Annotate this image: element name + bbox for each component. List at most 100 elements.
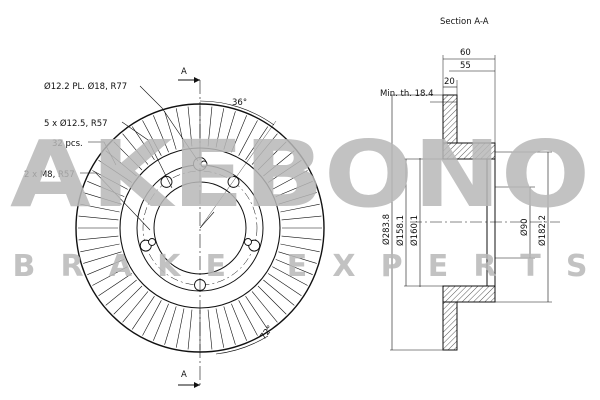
vane-line (268, 273, 302, 297)
vane-line (275, 259, 313, 275)
vane-line (257, 141, 287, 171)
vane-line (278, 251, 317, 264)
vane-line (113, 285, 143, 315)
vane-line (122, 291, 149, 323)
watermark-brand: AKEBONO (10, 121, 590, 228)
vane-line (105, 279, 137, 306)
vane-line (78, 215, 119, 221)
threaded-hole (244, 238, 252, 246)
watermark-tagline: BRAKE EXPERTS (13, 249, 588, 284)
vane-line (87, 259, 125, 275)
angle-72-arc (215, 335, 269, 355)
vane-line (280, 243, 320, 253)
section-marker-bottom: A (181, 370, 187, 380)
friction-ring-bottom (442, 301, 458, 351)
vane-line (278, 192, 317, 205)
vane-line (251, 291, 278, 323)
dim-20: 20 (444, 77, 455, 87)
angle-36-label: 36° (232, 98, 247, 108)
callout-vanes-leader (88, 141, 117, 166)
dim-d160: Ø160.1 (409, 215, 420, 246)
threaded-hole (148, 238, 156, 246)
angle-36-leg (199, 120, 277, 229)
callout-pilot-hole: Ø12.2 PL. Ø18, R77 (44, 81, 127, 92)
vane-line (215, 108, 225, 148)
vane-line (207, 106, 213, 147)
vane-line (223, 111, 236, 150)
dim-60: 60 (460, 48, 471, 58)
vane-line (142, 300, 162, 336)
callout-bolt-holes: 5 x Ø12.5, R57 (44, 118, 108, 129)
cooling-vanes (78, 106, 322, 350)
vane-line (98, 273, 132, 297)
front-view: A A 36° 72° Ø12.2 PL. Ø18, R77 5 x Ø12.5… (24, 67, 325, 388)
vane-line (92, 266, 128, 286)
vane-line (113, 141, 143, 171)
vane-line (280, 203, 320, 213)
vane-line (175, 108, 185, 148)
vane-line (164, 111, 177, 150)
hat-flange-bottom (442, 285, 496, 303)
vane-line (245, 126, 269, 160)
dim-d158: Ø158.1 (395, 215, 406, 246)
vane-line (215, 308, 225, 348)
vane-line (98, 159, 132, 183)
vane-line (238, 120, 258, 156)
vane-line (187, 309, 193, 350)
vane-line (83, 192, 122, 205)
vane-line (238, 300, 258, 336)
vane-line (251, 133, 278, 165)
vane-line (122, 133, 149, 165)
hat-wall (486, 158, 496, 287)
vane-line (131, 126, 155, 160)
dim-d283: Ø283.8 (381, 214, 392, 245)
vane-line (187, 106, 193, 147)
vane-line (263, 150, 295, 177)
dim-d90: Ø90 (519, 218, 530, 236)
bolt-holes (139, 157, 261, 291)
vane-line (78, 235, 119, 241)
vane-line (281, 235, 322, 241)
vane-line (83, 251, 122, 264)
vane-line (231, 115, 247, 153)
vane-line (272, 170, 308, 190)
section-title: Section A-A (440, 17, 489, 27)
angle-72-label: 72° (258, 324, 275, 342)
callout-threaded-holes-leader (80, 172, 151, 231)
watermark: AKEBONO BRAKE EXPERTS (10, 121, 590, 284)
vane-line (263, 279, 295, 306)
vane-line (245, 296, 269, 330)
vane-line (275, 181, 313, 197)
angle-36-arc (199, 100, 275, 126)
vane-line (80, 243, 120, 253)
vane-line (175, 308, 185, 348)
vane-line (223, 306, 236, 345)
min-thickness-label: Min. th. 18.4 (380, 89, 434, 99)
section-arrowhead-bottom (194, 382, 200, 388)
vane-line (268, 159, 302, 183)
vane-line (153, 303, 169, 341)
vane-line (92, 170, 128, 190)
dim-55: 55 (460, 61, 471, 71)
callout-vanes: 32 pcs. (52, 139, 83, 149)
pilot-hole-inner (200, 160, 208, 168)
vane-line (80, 203, 120, 213)
callout-bolt-holes-leader (121, 121, 173, 189)
vane-line (153, 115, 169, 153)
callout-threaded-holes: 2 x M8, R57 (24, 170, 75, 180)
vane-line (231, 303, 247, 341)
section-view: Section A-A 60 55 20 Min. th. 18.4 Ø283.… (380, 17, 560, 351)
vane-line (164, 306, 177, 345)
vane-line (131, 296, 155, 330)
section-marker-top: A (181, 67, 187, 77)
vane-line (87, 181, 125, 197)
center-mark (199, 211, 215, 229)
section-arrowhead-top (194, 77, 200, 83)
vane-line (272, 266, 308, 286)
vane-line (281, 215, 322, 221)
vane-line (257, 285, 287, 315)
callout-pilot-hole-leader (139, 85, 199, 162)
vane-line (142, 120, 162, 156)
dim-d182: Ø182.2 (537, 215, 548, 246)
